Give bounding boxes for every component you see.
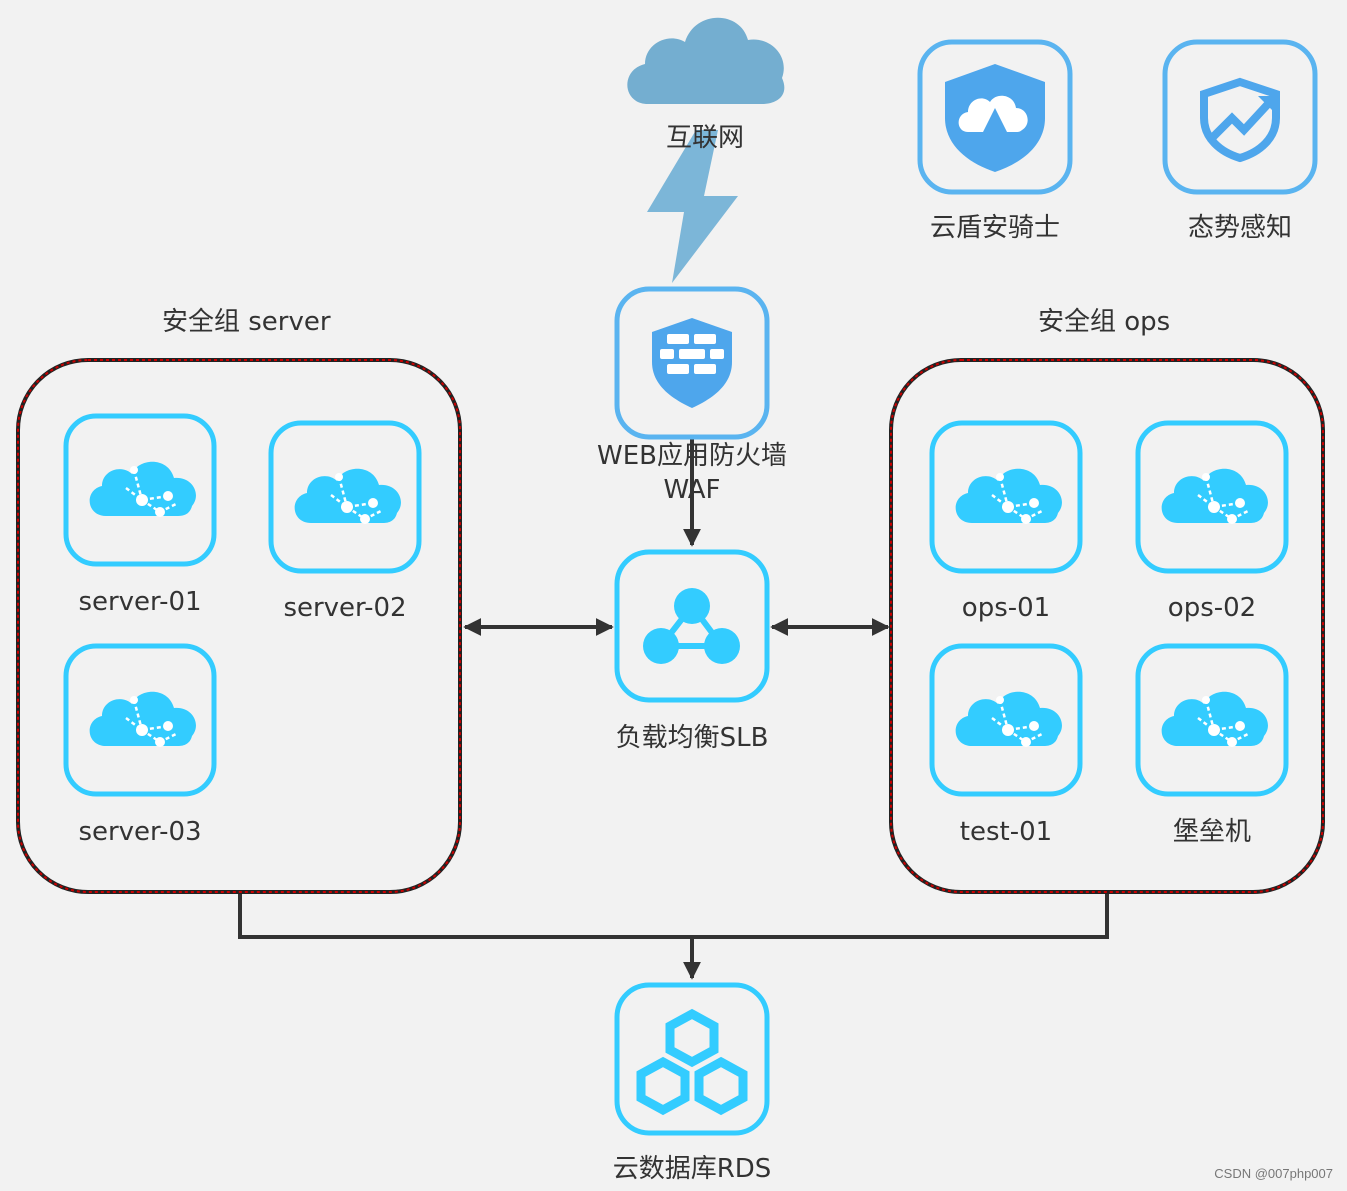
situation-awareness-label: 态势感知 [1187, 213, 1292, 243]
bastion-host-ecs-icon [1135, 643, 1289, 797]
ops-01-ecs-icon [929, 420, 1083, 574]
server-02-ecs-icon [268, 420, 422, 574]
rds-label: 云数据库RDS [612, 1154, 772, 1184]
server-03-label: server-03 [78, 817, 202, 847]
cloud-shield-label: 云盾安骑士 [929, 213, 1060, 243]
server-03-ecs-icon [63, 643, 217, 797]
internet-label: 互联网 [665, 123, 744, 153]
cloud-shield-icon [917, 39, 1073, 195]
test-01-label: test-01 [959, 817, 1053, 847]
groups-to-rds-connector [238, 893, 1109, 939]
ops-02-label: ops-02 [1167, 593, 1257, 623]
lightning-icon [647, 130, 738, 283]
test-01-ecs-icon [929, 643, 1083, 797]
watermark: CSDN @007php007 [1214, 1166, 1333, 1181]
slb-label: 负载均衡SLB [615, 723, 769, 753]
waf-label-line2: WAF [663, 475, 721, 505]
security-group-server-title: 安全组 server [162, 307, 331, 337]
database-hexagon-icon [614, 982, 770, 1136]
load-balancer-icon [614, 549, 770, 703]
server-01-label: server-01 [78, 587, 202, 617]
waf-label-line1: WEB应用防火墙 [597, 441, 787, 471]
security-group-ops-title: 安全组 ops [1038, 307, 1171, 337]
situation-awareness-icon [1162, 39, 1318, 195]
bastion-host-label: 堡垒机 [1172, 817, 1251, 847]
connectors [238, 400, 1109, 980]
ops-02-ecs-icon [1135, 420, 1289, 574]
ops-01-label: ops-01 [961, 593, 1051, 623]
server-01-ecs-icon [63, 413, 217, 567]
internet-cloud-icon [627, 17, 785, 104]
server-02-label: server-02 [283, 593, 407, 623]
firewall-shield-icon [614, 286, 770, 440]
